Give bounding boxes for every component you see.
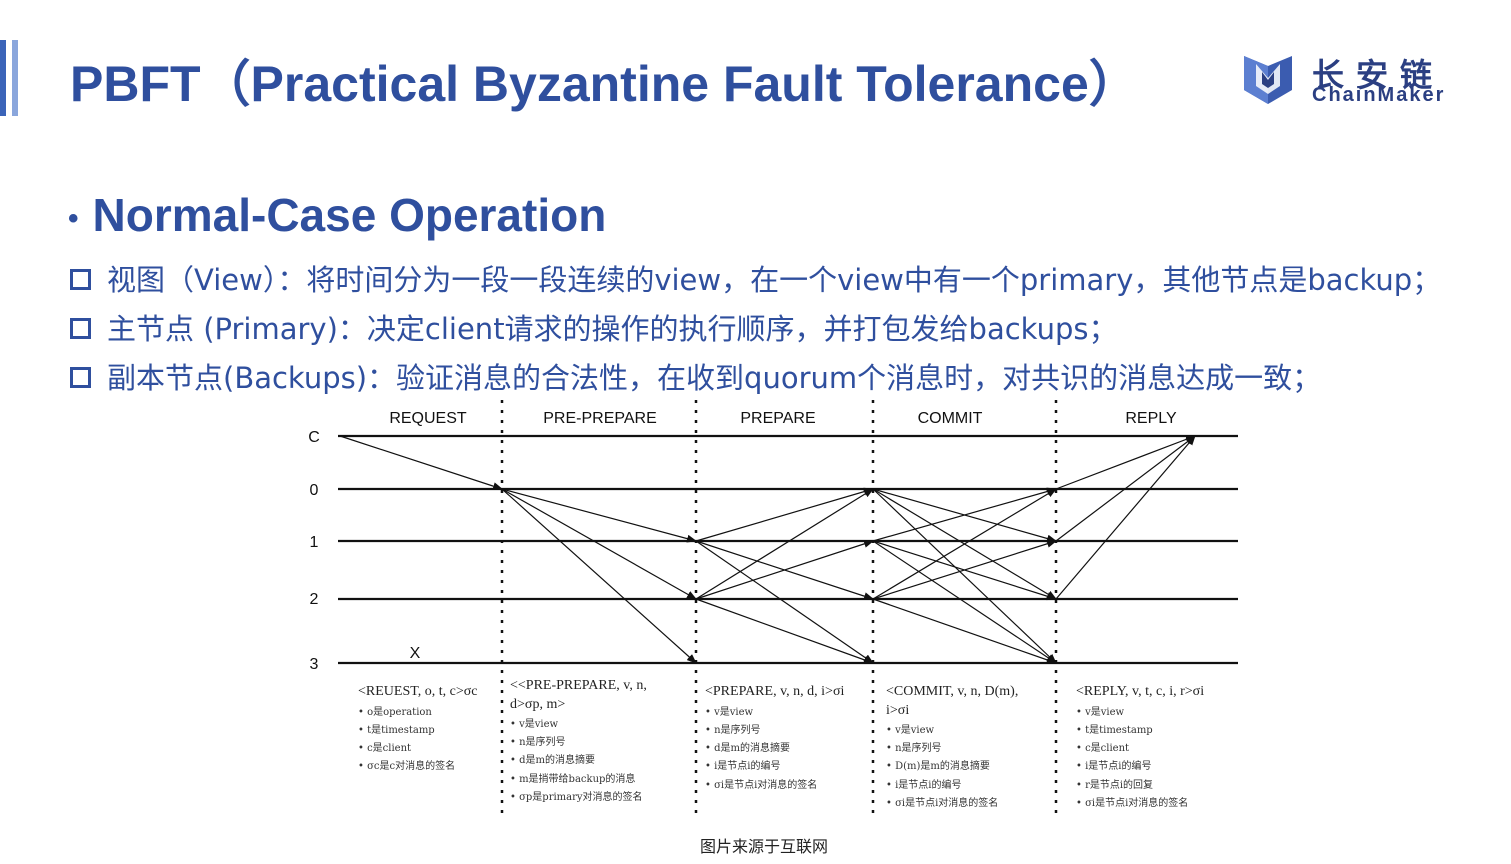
note-item: • i是节点i的编号 bbox=[705, 759, 780, 772]
chainmaker-logo: 长安链 ChainMaker bbox=[1240, 50, 1490, 110]
bullet-dot-icon: • bbox=[68, 201, 79, 235]
arrow-prepare-1-to-3 bbox=[695, 540, 874, 664]
node-label-2: 2 bbox=[310, 591, 319, 608]
note-item: • r是节点i的回复 bbox=[1076, 778, 1153, 791]
arrow-preprepare-to-2 bbox=[501, 488, 697, 600]
arrow-prepare-2-to-1 bbox=[695, 540, 874, 600]
note-commit: <COMMIT, v, n, D(m), i>σi • v是view • n是序… bbox=[886, 684, 1018, 809]
note-item: • i是节点i的编号 bbox=[886, 778, 961, 791]
phase-label-prepare: PREPARE bbox=[740, 410, 815, 427]
node-label-0: 0 bbox=[310, 482, 319, 499]
phase-label-reply: REPLY bbox=[1125, 410, 1177, 427]
note-item: • i是节点i的编号 bbox=[1076, 759, 1151, 772]
arrow-commit-1-to-0 bbox=[872, 487, 1057, 542]
note-item: • d是m的消息摘要 bbox=[510, 753, 595, 766]
node-label-3: 3 bbox=[310, 656, 319, 673]
note-pre-prepare: <<PRE-PREPARE, v, n, d>σp, m> • v是view •… bbox=[510, 678, 647, 803]
note-item: • t是timestamp bbox=[1076, 724, 1153, 736]
square-bullet-icon bbox=[70, 366, 91, 388]
note-head: <COMMIT, v, n, D(m), bbox=[886, 684, 1018, 699]
point-primary: 主节点 (Primary)：决定client请求的操作的执行顺序，并打包发给ba… bbox=[70, 306, 1117, 348]
note-item: • v是view bbox=[705, 706, 753, 718]
arrow-prepare-2-to-0 bbox=[695, 488, 874, 600]
arrow-preprepare-to-1 bbox=[501, 488, 697, 543]
note-item: • m是捎带给backup的消息 bbox=[510, 772, 635, 785]
note-prepare: <PREPARE, v, n, d, i>σi • v是view • n是序列号… bbox=[705, 684, 844, 791]
accent-bar bbox=[0, 40, 6, 116]
arrow-reply-2 bbox=[1055, 435, 1196, 600]
arrow-prepare-1-to-0 bbox=[695, 487, 874, 542]
arrow-reply-1 bbox=[1055, 435, 1196, 542]
note-item: • σp是primary对消息的签名 bbox=[510, 790, 643, 803]
note-item: • t是timestamp bbox=[358, 724, 435, 736]
note-item: • n是序列号 bbox=[886, 741, 942, 754]
note-item: • v是view bbox=[510, 718, 558, 730]
note-item: • v是view bbox=[886, 724, 934, 736]
note-item: • D(m)是m的消息摘要 bbox=[886, 759, 990, 772]
note-item: • n是序列号 bbox=[510, 735, 566, 748]
arrow-commit-2-to-0 bbox=[872, 488, 1057, 600]
arrow-commit-2-to-3 bbox=[872, 598, 1057, 664]
note-item: • v是view bbox=[1076, 706, 1124, 718]
note-item: • σi是节点i对消息的签名 bbox=[1076, 796, 1188, 809]
arrow-commit-0-to-3 bbox=[872, 488, 1057, 664]
logo-chinese-text: 长安链 bbox=[1312, 57, 1445, 93]
note-item: • σc是c对消息的签名 bbox=[358, 759, 455, 772]
note-item: • n是序列号 bbox=[705, 723, 761, 736]
phase-label-pre-prepare: PRE-PREPARE bbox=[543, 410, 657, 427]
message-arrows bbox=[339, 435, 1196, 664]
note-head: <PREPARE, v, n, d, i>σi bbox=[705, 684, 844, 699]
image-source-caption: 图片来源于互联网 bbox=[700, 837, 829, 856]
phase-label-commit: COMMIT bbox=[918, 410, 983, 427]
note-item: • c是client bbox=[1076, 742, 1129, 754]
note-item: • σi是节点i对消息的签名 bbox=[886, 796, 998, 809]
node-timelines bbox=[338, 434, 1238, 665]
faulty-node-mark: X bbox=[410, 645, 421, 662]
node-label-1: 1 bbox=[310, 534, 319, 551]
node-label-client: C bbox=[308, 429, 320, 446]
note-item: • o是operation bbox=[358, 706, 432, 718]
note-item: • σi是节点i对消息的签名 bbox=[705, 778, 817, 791]
note-head: <<PRE-PREPARE, v, n, bbox=[510, 678, 647, 693]
pbft-message-diagram: REQUEST PRE-PREPARE PREPARE COMMIT REPLY… bbox=[308, 400, 1238, 813]
arrow-commit-2-to-1 bbox=[872, 539, 1057, 600]
note-head: <REPLY, v, t, c, i, r>σi bbox=[1076, 684, 1204, 699]
note-item: • d是m的消息摘要 bbox=[705, 741, 790, 754]
note-head: d>σp, m> bbox=[510, 697, 565, 712]
square-bullet-icon bbox=[70, 317, 91, 339]
square-bullet-icon bbox=[70, 268, 91, 290]
arrow-preprepare-to-3 bbox=[501, 488, 697, 664]
arrow-prepare-2-to-3 bbox=[695, 598, 874, 664]
arrow-reply-0 bbox=[1055, 435, 1196, 490]
phase-label-request: REQUEST bbox=[389, 410, 467, 427]
point-text: 主节点 (Primary)：决定client请求的操作的执行顺序，并打包发给ba… bbox=[107, 312, 1118, 346]
section-heading-text: Normal-Case Operation bbox=[92, 189, 607, 241]
point-text: 副本节点(Backups)：验证消息的合法性，在收到quorum个消息时，对共识… bbox=[107, 361, 1322, 395]
logo-english-text: ChainMaker bbox=[1312, 84, 1446, 106]
point-text: 视图（View）：将时间分为一段一段连续的view，在一个view中有一个pri… bbox=[107, 263, 1442, 297]
accent-bar-light bbox=[12, 40, 18, 116]
note-head: i>σi bbox=[886, 703, 909, 718]
section-heading: • Normal-Case Operation bbox=[68, 188, 606, 242]
logo-mark-icon bbox=[1244, 56, 1292, 104]
note-reply: <REPLY, v, t, c, i, r>σi • v是view • t是ti… bbox=[1076, 684, 1204, 809]
note-item: • c是client bbox=[358, 742, 411, 754]
point-view: 视图（View）：将时间分为一段一段连续的view，在一个view中有一个pri… bbox=[70, 257, 1441, 299]
slide-title: PBFT（Practical Byzantine Fault Tolerance… bbox=[70, 56, 1139, 112]
note-head: <REUEST, o, t, c>σc bbox=[358, 684, 478, 699]
point-backups: 副本节点(Backups)：验证消息的合法性，在收到quorum个消息时，对共识… bbox=[70, 355, 1321, 397]
arrow-commit-1-to-3 bbox=[872, 540, 1057, 664]
note-request: <REUEST, o, t, c>σc • o是operation • t是ti… bbox=[358, 684, 478, 772]
arrow-request bbox=[339, 435, 503, 491]
